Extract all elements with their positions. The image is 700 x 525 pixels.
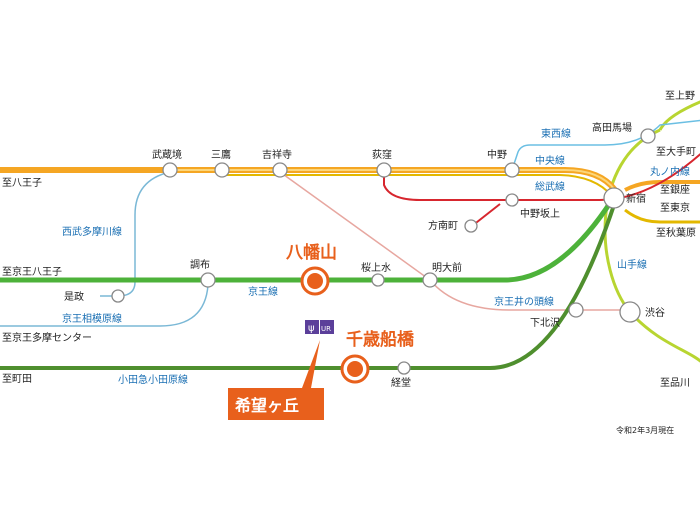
label-line-sobu: 総武線 [535, 180, 565, 193]
ur-logo: ψ UR [305, 320, 334, 334]
label-chofu: 調布 [190, 258, 210, 271]
highlight-markers [300, 266, 370, 384]
station-shinjuku-marker [603, 187, 625, 209]
callout-label: 希望ヶ丘 [235, 396, 299, 415]
station-shimokitazawa-marker [568, 302, 584, 318]
label-line-keio-sagamihara: 京王相模原線 [62, 312, 122, 325]
label-takadanobaba: 高田馬場 [592, 121, 632, 134]
callout-pointer [302, 340, 320, 388]
label-line-seibu-tamagawa: 西武多摩川線 [62, 225, 122, 238]
marunouchi-branch [471, 203, 501, 227]
label-nakano-sakaue: 中野坂上 [520, 207, 560, 220]
label-otemachi: 至大手町 [656, 145, 696, 158]
label-shimokitazawa: 下北沢 [530, 316, 560, 329]
label-koremasa: 是政 [64, 290, 84, 303]
seibu-tamagawa-line [100, 171, 171, 297]
marunouchi-line [383, 153, 700, 201]
label-line-inokashira: 京王井の頭線 [494, 295, 554, 308]
label-kichijoji: 吉祥寺 [262, 148, 292, 161]
label-akihabara: 至秋葉原 [656, 226, 696, 239]
station-kyodo-marker [397, 361, 411, 375]
station-ogikubo-marker [376, 162, 392, 178]
label-nakano: 中野 [487, 148, 507, 161]
station-musashisakai-marker [162, 162, 178, 178]
station-markers [111, 128, 656, 375]
hachimanyama-dot [307, 273, 323, 289]
label-tokyo: 至東京 [660, 201, 690, 214]
station-chofu-marker [200, 272, 216, 288]
chuo-line-inner [165, 169, 616, 191]
yamanote-north-line [658, 100, 700, 131]
label-meidaimae: 明大前 [432, 261, 462, 274]
label-mitaka: 三鷹 [211, 148, 231, 161]
ur-logo-mark [305, 320, 319, 334]
station-sakurajosui-marker [371, 273, 385, 287]
label-line-keio: 京王線 [248, 285, 278, 298]
label-keio-tama-center: 至京王多摩センター [2, 331, 92, 344]
yamanote-line [603, 128, 700, 363]
keio-line [0, 198, 615, 283]
chitose-funabashi-dot [347, 361, 363, 377]
label-shinagawa: 至品川 [660, 377, 690, 389]
label-musashisakai: 武蔵境 [152, 148, 182, 161]
label-line-yamanote: 山手線 [617, 258, 647, 271]
date-note: 令和2年3月現在 [616, 425, 674, 435]
label-line-marunouchi: 丸ノ内線 [650, 165, 690, 178]
label-hachimanyama: 八幡山 [286, 242, 337, 263]
label-ginza: 至銀座 [660, 183, 690, 196]
odakyu-line [0, 201, 617, 370]
callout-box [228, 388, 324, 420]
station-mitaka-marker [214, 162, 230, 178]
station-nakano-marker [504, 162, 520, 178]
label-line-tozai: 東西線 [541, 127, 571, 140]
keio-sagamihara-line [0, 284, 209, 327]
station-shibuya-marker [619, 301, 641, 323]
callout: 希望ヶ丘 [228, 340, 324, 420]
label-hachioji: 至八王子 [2, 177, 42, 189]
label-ueno: 至上野 [665, 90, 695, 102]
label-line-chuo: 中央線 [535, 154, 565, 167]
station-nakanosakaue-marker [505, 193, 519, 207]
ur-logo-text-bg [320, 320, 334, 334]
label-sakurajosui: 桜上水 [361, 261, 391, 274]
label-machida: 至町田 [2, 373, 32, 385]
label-keio-hachioji: 至京王八王子 [2, 265, 62, 278]
ur-logo-text: UR [321, 325, 331, 333]
sobu-east-line [624, 208, 700, 224]
station-takadanobaba-marker [640, 128, 656, 144]
label-line-odakyu: 小田急小田原線 [118, 373, 188, 386]
station-koremasa-marker [111, 289, 125, 303]
chuo-line [0, 167, 618, 192]
label-ogikubo: 荻窪 [372, 148, 392, 161]
station-kichijoji-marker [272, 162, 288, 178]
station-honancho-marker [464, 219, 478, 233]
label-honancho: 方南町 [428, 219, 458, 232]
station-meidaimae-marker [422, 272, 438, 288]
label-shibuya: 渋谷 [645, 306, 665, 319]
label-kyodo: 経堂 [391, 376, 411, 389]
label-shinjuku: 新宿 [626, 192, 646, 205]
label-chitose-funabashi: 千歳船橋 [346, 329, 415, 350]
ur-logo-glyph: ψ [308, 323, 315, 334]
